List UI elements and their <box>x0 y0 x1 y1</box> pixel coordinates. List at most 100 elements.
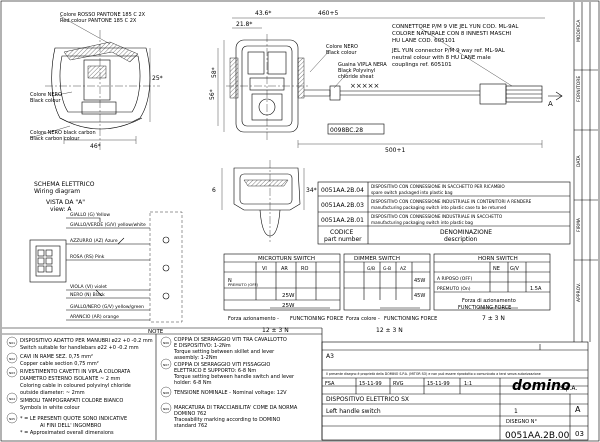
code-row-2-desc-en: manufacturing packaging switch into plas… <box>371 205 507 210</box>
note-right-3: Torque setting between skillet and lever <box>173 349 275 355</box>
dim-56: 56* <box>209 89 216 100</box>
note-badge-8: N08 <box>163 391 169 395</box>
horn-amp: 1.5A <box>530 286 542 292</box>
drawing-number: 0051AA.2B.00 <box>505 431 570 441</box>
callout-carbon-it: Colore NERO black carbon <box>30 130 96 136</box>
microturn-force-en: FUNCTIONING FORCE <box>290 316 343 322</box>
note-right-2: E DISPOSITIVO: 1-2Nm <box>174 343 231 349</box>
wire-violet: VIOLA (VI) violet <box>70 284 107 290</box>
wire-black: NERO (N) Black <box>70 292 105 298</box>
code-row-3-desc-it: DISPOSITIVO CON CONNESSIONE INDUSTRIALE … <box>371 214 503 219</box>
note-right-8: holder: 6-8 Nm <box>174 380 212 386</box>
note-left-8: outside diameter: ~ 2mm <box>20 390 85 396</box>
horn-col-ne: NE <box>493 266 500 272</box>
note-right-11: DOMINO 762 <box>174 411 206 417</box>
company-suffix: S.p.A. <box>560 385 577 392</box>
horn-title: HORN SWITCH <box>478 256 518 262</box>
revision-strip <box>573 2 598 342</box>
legal-notice: Il presente disegno è proprietà della DO… <box>326 372 541 376</box>
microturn-col-vi: VI <box>262 266 267 272</box>
wire-orange: ARANCIO (AR) orange <box>70 314 119 320</box>
connector-en-1: JEL YUN connector P/M 9 way ref. ML-9AL <box>391 48 506 54</box>
callout-polyvinyl-en1: Black Polyvinyl <box>338 68 375 74</box>
callout-black-it: Colore NERO <box>30 92 62 98</box>
dim-21-8: 21.8* <box>236 21 252 28</box>
dim-58: 58* <box>211 67 218 78</box>
title-block <box>321 341 589 441</box>
side-view: 34* 6 <box>212 160 317 244</box>
cable-cross-marks: ××××× <box>350 82 379 90</box>
designer: FSA <box>325 381 335 387</box>
drawing-number-label: DISEGNO N° <box>506 419 538 425</box>
dimmer-title: DIMMER SWITCH <box>354 256 400 262</box>
note-right-12: Traceability marking according to DOMINO <box>173 417 280 423</box>
note-left-4: Copper cable section 0,75 mm² <box>20 361 99 367</box>
note-left-1: DISPOSITIVO ADATTO PER MANUBRI ø22 +0 -0… <box>20 338 153 344</box>
dimmer-force-it: Forza colore - <box>346 316 380 322</box>
note-badge-1: N01 <box>9 341 15 345</box>
horn-force-it: Forza di azionamento <box>462 298 516 304</box>
dim-25: 25* <box>152 75 163 82</box>
dim-500: 500+1 <box>385 147 405 154</box>
dim-43-6: 43.6* <box>255 10 271 17</box>
note-left-2: Switch suitable for handlebars ø22 +0 -0… <box>20 345 139 351</box>
note-right-5: COPPIA DI SERRAGGIO VITI FISSAGGIO <box>174 362 270 368</box>
note-badge-7: N07 <box>163 363 169 367</box>
callout-polyvinyl-en2: chloride sheat <box>338 74 374 80</box>
callout-polyvinyl-it: Guaina VIPLA NERA <box>338 62 387 68</box>
wire-azure: AZZURRO (AZ) Azure <box>70 238 118 244</box>
strip-label-2: FORNITORE <box>576 76 582 102</box>
microturn-row-premuto: PREMUTO (OFF) <box>228 282 259 287</box>
code-row-3: 0051AA.2B.01 <box>321 217 364 224</box>
note-right-7: Torque setting between handle switch and… <box>173 374 295 380</box>
wiring-view-it: VISTA DA "A" <box>46 199 85 206</box>
dim-460: 460+5 <box>318 10 338 17</box>
date-1: 15-11-99 <box>359 381 382 387</box>
microturn-title: MICROTURN SWITCH <box>258 256 315 262</box>
microturn-col-ro: RO <box>301 266 308 272</box>
code-row-1: 0051AA.2B.04 <box>321 187 364 194</box>
code-row-2: 0051AA.2B.03 <box>321 202 364 209</box>
horn-row-2: PREMUTO (On) <box>437 286 471 292</box>
note-right-6: ELETTRICO E SUPPORTO: 6-8 Nm <box>174 368 256 374</box>
strip-label-5: APPROV. <box>576 283 582 302</box>
strip-label-3: DATA <box>576 154 582 167</box>
sheet-number: 03 <box>575 430 584 438</box>
connector-it-2: COLORE NATURALE CON 8 INNESTI MASCHI <box>392 31 512 37</box>
dimmer-col-3: AZ <box>400 266 406 272</box>
notes-title: NOTE <box>148 329 164 335</box>
note-left-10: Symbols in white colour <box>20 405 81 411</box>
callout-black-en-2: Black colour <box>326 50 358 56</box>
connector-it-3: HU LANE COD. 605101 <box>392 38 455 44</box>
dim-34: 34* <box>306 187 317 194</box>
note-right-10: MARCATURA DI TRACCIABILITA' COME DA NORM… <box>174 405 298 411</box>
wiring-title-en: Wiring diagram <box>34 188 80 195</box>
dimmer-watt-2: 45W <box>414 293 425 299</box>
note-left-7: Coloring cable in coloured polyvinyl chl… <box>20 383 131 389</box>
dimmer-force-en: FUNCTIONING FORCE <box>384 316 437 322</box>
code-row-2-desc-it: DISPOSITIVO CON CONNESSIONE INDUSTRIALE … <box>371 199 532 204</box>
revision: A <box>575 405 581 414</box>
date-2: 15-11-99 <box>427 381 450 387</box>
note-left-5: RIVESTIMENTO CAVETTI IN VIPLA COLORATA <box>20 369 131 375</box>
dimmer-force-val: 12 ± 3 N <box>376 327 403 334</box>
dim-6: 6 <box>212 187 216 194</box>
brand-logo: domino <box>512 378 571 394</box>
connector-en-3: couplings ref. 605101 <box>392 62 452 68</box>
microturn-watt-2: 25W <box>282 303 295 309</box>
note-left-9: SIMBOLI TAMPOGRAFATI COLORE BIANCO <box>20 398 123 404</box>
code-row-1-desc-it: DISPOSITIVO CON CONNESSIONE IN SACCHETTO… <box>371 184 505 189</box>
note-left-12: AI FINI DELL' INGOMBRO <box>40 423 101 429</box>
marking-code: 0098BC.28 <box>330 127 363 134</box>
callout-black-en: Black colour <box>30 98 62 104</box>
note-left-3: CAVI IN RAME SEZ. 0,75 mm² <box>20 354 93 360</box>
note-right-1: COPPIA DI SERRAGGIO VITI TRA CAVALLOTTO <box>174 337 287 343</box>
wire-yellow: GIALLO (G) Yellow <box>70 212 110 218</box>
codes-header-desc-en: description <box>444 236 478 243</box>
connector-it-1: CONNETTORE P/M 9 VIE JEL YUN COD. ML-9AL <box>392 24 519 30</box>
note-right-4: assembly: 1-2Nm <box>174 355 218 361</box>
note-left-13: * = Approximated overall dimensions <box>20 430 114 436</box>
microturn-row-n: N <box>228 278 232 284</box>
